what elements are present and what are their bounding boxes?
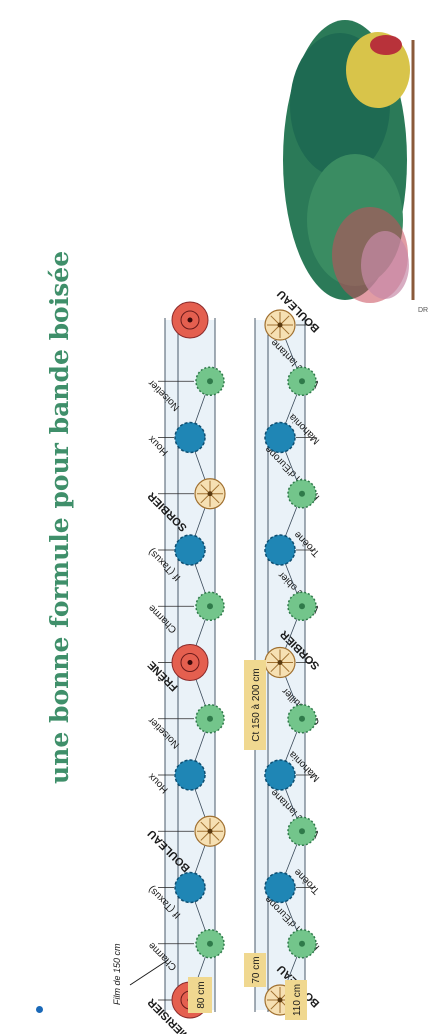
plant-shrub-r1-11 xyxy=(195,366,225,396)
dim-row-gap-label: 80 cm xyxy=(196,981,207,1008)
plant-shrub-r2-5 xyxy=(287,704,317,734)
plant-shrub-r1-5 xyxy=(195,704,225,734)
dim-hedge-width-box xyxy=(285,980,307,1020)
plant-shrub-r2-7 xyxy=(287,591,317,622)
bullet-dot xyxy=(36,1006,43,1013)
plant-shrub-r1-1 xyxy=(195,929,225,959)
plant-shrub-r2-3 xyxy=(287,816,317,847)
plant-ever-r2-8 xyxy=(264,534,296,566)
credit-text: DR xyxy=(418,307,428,314)
dim-between-rows-label: 70 cm xyxy=(251,956,262,983)
plant-flower-r2-12 xyxy=(264,309,296,341)
plant-ever-r1-2 xyxy=(174,871,206,904)
plant-ever-r1-4 xyxy=(174,759,206,791)
plant-flower-r2-6 xyxy=(264,646,296,679)
plant-ever-r2-10 xyxy=(264,421,296,454)
plant-shrub-r2-11 xyxy=(287,366,317,397)
dim-plant-spacing-label: Ct 150 à 200 cm xyxy=(251,668,262,741)
plant-tall-r1-99 xyxy=(171,301,209,339)
dim-row-gap-box xyxy=(188,977,212,1013)
plant-shrub-r2-1 xyxy=(287,929,317,959)
plant-ever-r2-4 xyxy=(264,759,296,791)
plant-shrub-r2-9 xyxy=(287,479,317,509)
dim-plant-spacing-box xyxy=(244,660,266,750)
plant-ever-r1-10 xyxy=(174,421,206,454)
plant-tall-r1-6 xyxy=(171,644,209,681)
plant-shrub-r1-7 xyxy=(195,591,225,621)
plant-flower-r1-9 xyxy=(194,478,226,510)
dim-between-rows-box xyxy=(244,953,266,987)
hedge-illustration xyxy=(283,0,430,320)
film-arrow xyxy=(129,959,169,986)
dim-hedge-width-label: 110 cm xyxy=(292,984,303,1016)
film-label: Film de 150 cm xyxy=(112,943,122,1005)
plant-ever-r2-2 xyxy=(264,871,296,904)
plant-flower-r1-3 xyxy=(194,815,226,847)
plant-ever-r1-8 xyxy=(174,534,206,566)
